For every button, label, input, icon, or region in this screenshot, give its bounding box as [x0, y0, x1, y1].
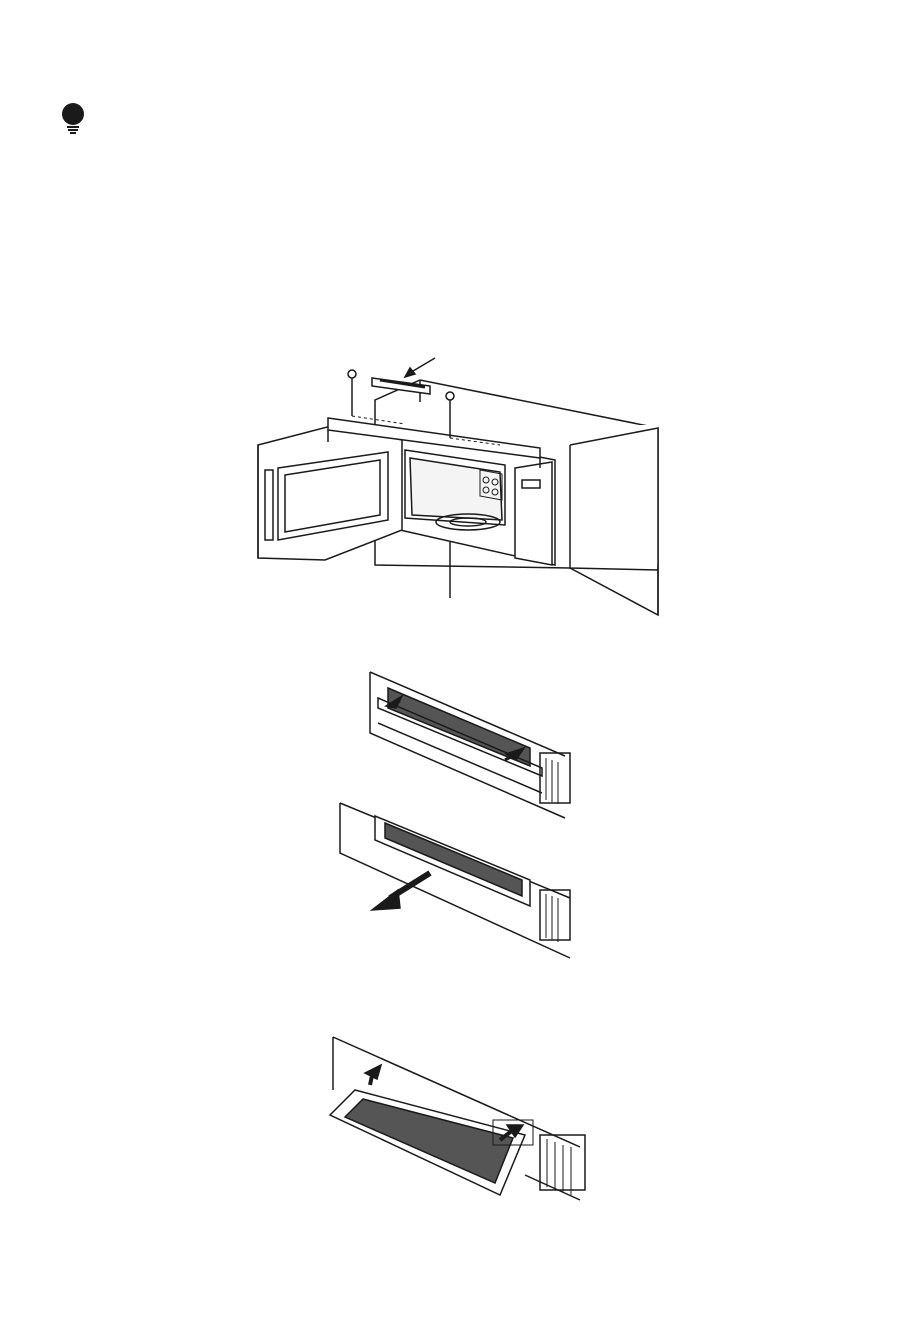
charcoal-filter-removal-illustration: [330, 668, 580, 963]
charcoal-filter-installation-illustration: [325, 1035, 590, 1210]
lightbulb-icon: [55, 100, 91, 136]
microwave-vent-grille-removal-illustration: [240, 350, 670, 625]
